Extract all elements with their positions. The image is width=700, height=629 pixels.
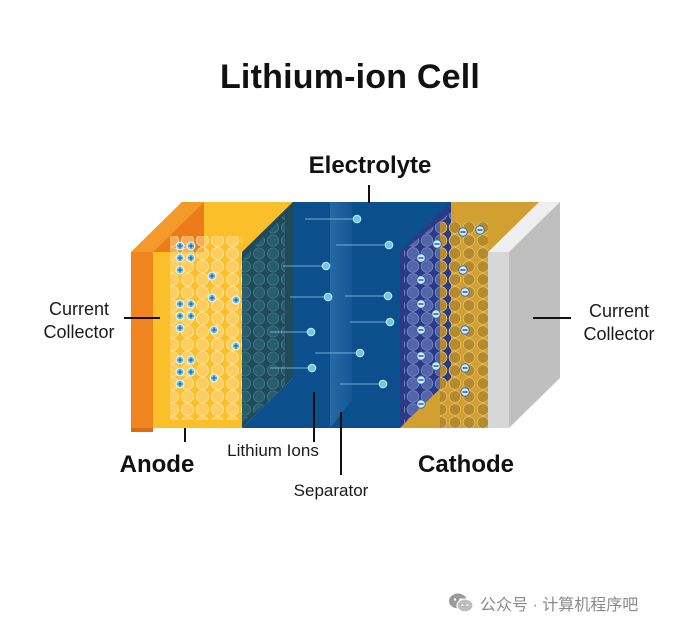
- lithium-ion: [323, 292, 333, 302]
- lithium-ion: [383, 291, 393, 301]
- leader-lines: [124, 185, 571, 475]
- current-collector-right-label: Current Collector: [560, 300, 678, 346]
- anode-label: Anode: [119, 451, 195, 478]
- lithium-ion: [321, 261, 331, 271]
- anode-current-collector: [131, 252, 153, 428]
- cell-top-face-gray: [488, 202, 560, 252]
- cell-top-face-orange: [131, 202, 204, 252]
- current-collector-left-label: Current Collector: [20, 298, 138, 344]
- cathode-blue-oxide: [404, 212, 451, 424]
- current-collector-right-line2: Collector: [583, 324, 655, 344]
- lithium-ion-particles: [306, 214, 395, 389]
- lithium-ion: [378, 379, 388, 389]
- anode-lithium-ions: [175, 241, 241, 389]
- separator-band: [330, 202, 352, 428]
- lithium-ion: [352, 214, 362, 224]
- lithium-ion: [355, 348, 365, 358]
- electrolyte-label: Electrolyte: [308, 152, 432, 179]
- current-collector-left-line2: Collector: [43, 322, 115, 342]
- electrolyte-dark-graphite: [242, 214, 285, 422]
- cathode-label: Cathode: [418, 451, 514, 478]
- anode-bottom-edge: [131, 428, 153, 432]
- watermark: 公众号 · 计算机程序吧: [448, 590, 638, 616]
- cathode-gold-oxide: [440, 222, 488, 428]
- lithium-ion: [307, 363, 317, 373]
- lithium-ion: [384, 240, 394, 250]
- lithium-ion: [306, 327, 316, 337]
- lithium-ion: [385, 317, 395, 327]
- watermark-text: 公众号 · 计算机程序吧: [480, 597, 639, 614]
- cathode-electrons: [416, 225, 485, 409]
- current-collector-left-line1: Current: [48, 299, 110, 319]
- separator-label: Separator: [293, 481, 369, 500]
- page-title: Lithium-ion Cell: [219, 58, 481, 96]
- cathode-current-collector-side: [509, 202, 560, 428]
- lithium-ion-trails: [270, 218, 387, 385]
- lithium-ions-label: Lithium Ions: [227, 441, 319, 460]
- current-collector-right-line1: Current: [588, 301, 650, 321]
- wechat-icon: [449, 593, 474, 613]
- cathode-current-collector: [488, 252, 509, 428]
